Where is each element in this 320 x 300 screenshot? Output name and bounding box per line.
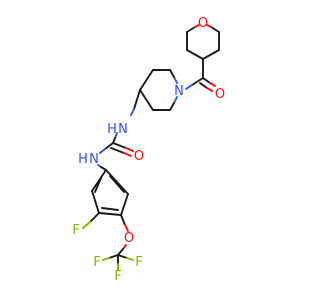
atom-o-carbonyl-amide: O: [215, 87, 225, 102]
atom-n-piperidine: N: [174, 84, 184, 99]
molecule-diagram: O O N N H O N H F O F F F: [72, 16, 225, 284]
atom-f-aryl: F: [72, 223, 79, 238]
atom-h-lower: H: [78, 152, 88, 167]
atom-labels: O O N N H O N H F O F F F: [72, 16, 225, 284]
carbon-bonds: [91, 31, 220, 216]
atom-o-ether: O: [124, 231, 134, 246]
atom-n-lower: N: [89, 152, 99, 167]
atom-o-urea: O: [134, 149, 144, 164]
atom-f-cf3-left: F: [93, 255, 100, 270]
atom-n-upper: N: [118, 122, 128, 137]
heteroatom-bonds: [82, 24, 220, 271]
atom-f-cf3-right: F: [135, 255, 142, 270]
atom-h-upper: H: [107, 122, 117, 137]
atom-o-ring: O: [198, 16, 208, 31]
atom-f-cf3-bottom: F: [114, 269, 121, 284]
